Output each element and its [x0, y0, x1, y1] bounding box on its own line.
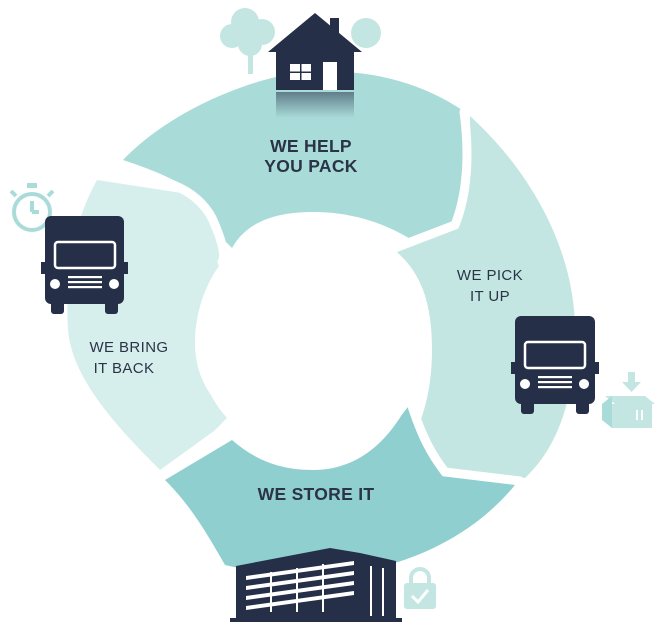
segment-divider: [107, 165, 229, 267]
segment-divider: [405, 395, 525, 486]
cycle-ring: [67, 70, 575, 576]
open-box-icon: [602, 372, 655, 428]
warehouse-icon: [230, 548, 402, 622]
segment-divider: [153, 409, 241, 483]
stopwatch-icon: [9, 183, 55, 232]
padlock-icon: [404, 567, 436, 609]
moving-truck-icon-pick: [511, 316, 599, 414]
segment-we-help-you-pack: [123, 70, 467, 248]
label-pick-line1: WE PICK: [457, 267, 523, 284]
ring-center: [197, 224, 429, 456]
label-store-line1: WE STORE IT: [258, 484, 375, 504]
label-back-line2: IT BACK: [94, 360, 155, 377]
label-pack-line2: YOU PACK: [264, 156, 358, 176]
house-icon: [268, 13, 362, 118]
segment-divider: [390, 107, 472, 253]
label-back-line1: WE BRING: [89, 339, 168, 356]
sun-icon: [351, 18, 381, 48]
tree-icon: [220, 8, 275, 74]
label-pack-line1: WE HELP: [270, 136, 352, 156]
label-pick-line2: IT UP: [470, 288, 510, 305]
step-labels: WE HELP YOU PACK WE PICK IT UP WE STORE …: [89, 136, 523, 504]
moving-truck-icon-back: [41, 216, 128, 314]
